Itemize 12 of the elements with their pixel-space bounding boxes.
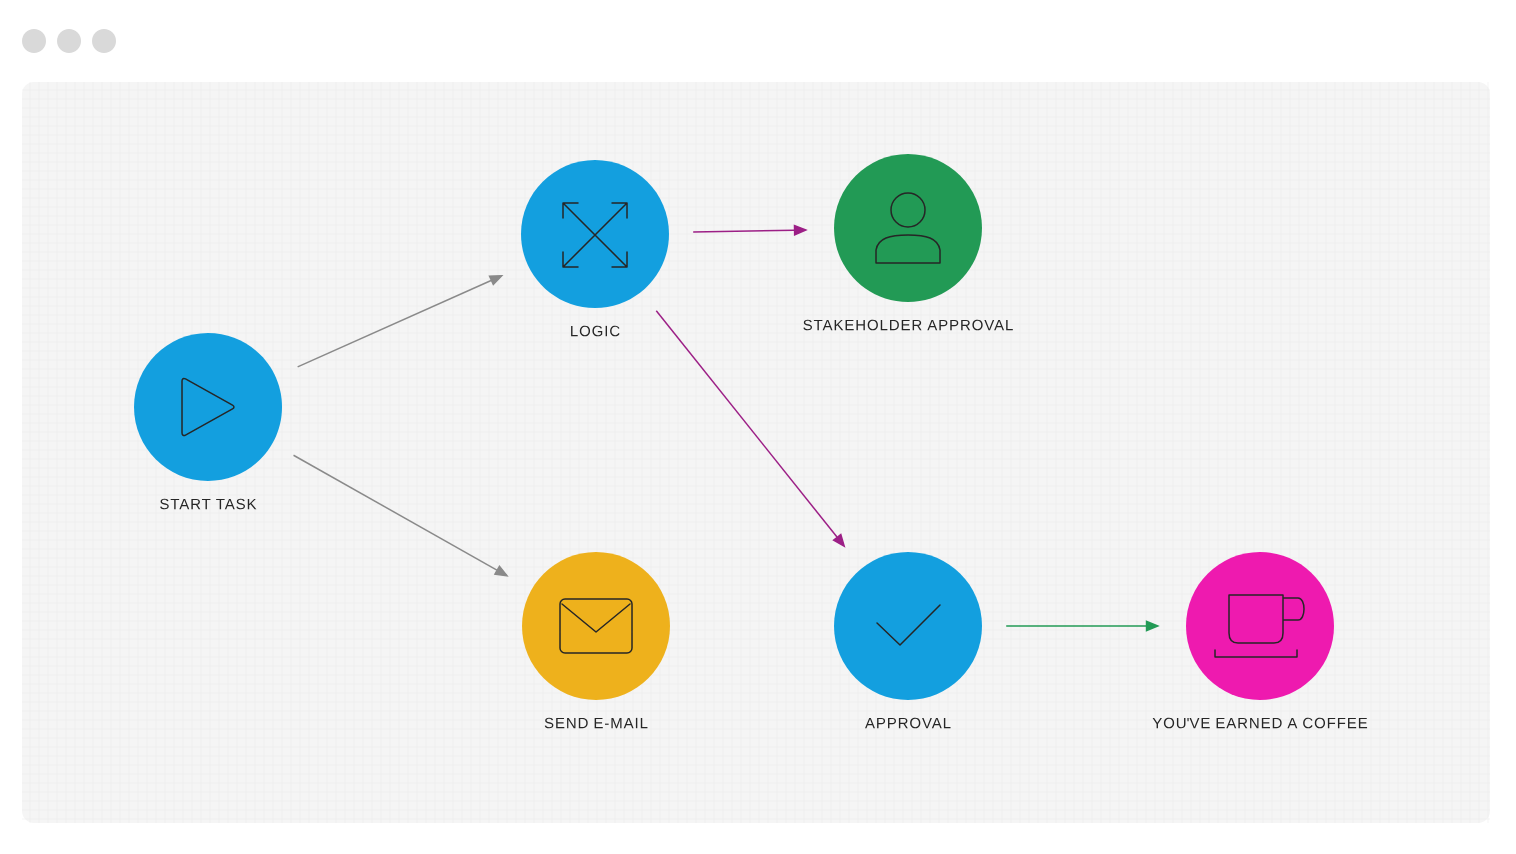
step-label: STAKEHOLDER APPROVAL bbox=[803, 319, 1013, 331]
step-circle bbox=[134, 333, 282, 510]
step-label: YOU'VE EARNED A COFFEE bbox=[1152, 717, 1368, 729]
step-label: APPROVAL bbox=[865, 717, 951, 729]
step-label: LOGIC bbox=[571, 325, 620, 337]
step-circle bbox=[522, 552, 670, 729]
step-label: START TASK bbox=[160, 498, 257, 510]
step-label: SEND E-MAIL bbox=[544, 717, 648, 729]
step-circle bbox=[803, 154, 1013, 331]
step-circle bbox=[521, 160, 669, 337]
step-circle bbox=[834, 552, 982, 729]
step-circle bbox=[1152, 552, 1368, 729]
